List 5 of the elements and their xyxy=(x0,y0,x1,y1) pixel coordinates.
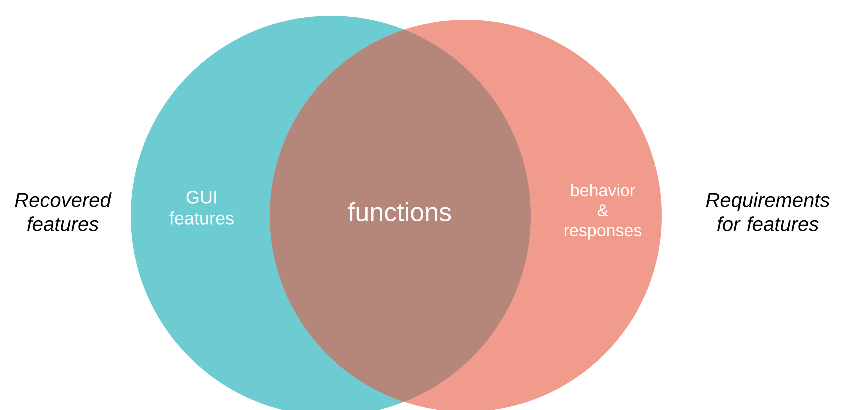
circle-label: behavior & responses xyxy=(564,184,642,240)
circle-label: GUI features xyxy=(170,191,234,225)
side-label: Recovered features xyxy=(15,192,112,232)
overlap-label: functions xyxy=(348,202,452,222)
side-label: Requirements for features xyxy=(706,192,830,232)
